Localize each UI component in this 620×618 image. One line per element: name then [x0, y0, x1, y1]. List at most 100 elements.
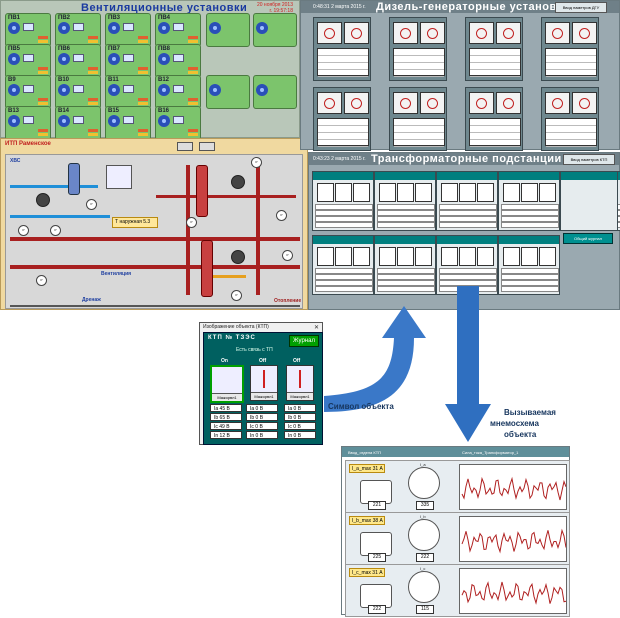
pressure-gauge: P	[50, 225, 61, 236]
vent-unit[interactable]: ПВ8	[155, 44, 201, 78]
fan-icon	[8, 84, 20, 96]
diesel-params-button[interactable]: Ввод паметров ДГУ	[555, 2, 607, 13]
vent-unit[interactable]: ПВ1	[5, 13, 51, 47]
status-indicator	[138, 36, 148, 39]
current-readout: Ib 0 В	[246, 413, 278, 421]
pump	[231, 250, 245, 264]
transformer-unit[interactable]	[560, 171, 618, 231]
current-row	[315, 286, 373, 292]
vent-unit[interactable]: В12	[155, 75, 201, 109]
ktp-header: КТП № ТЗЭС	[208, 335, 256, 341]
link-status: Есть связь с ТП	[236, 347, 273, 353]
vent-unit[interactable]: ПВ6	[55, 44, 101, 78]
diesel-unit[interactable]	[313, 87, 371, 151]
transformer-unit[interactable]	[312, 235, 374, 295]
trend-chart[interactable]	[459, 516, 567, 562]
status-indicator	[188, 36, 198, 39]
vent-unit[interactable]: В16	[155, 106, 201, 140]
temperature-readout	[123, 116, 134, 124]
itp-button-1[interactable]	[177, 142, 193, 151]
generator-icon	[545, 22, 570, 44]
engine-icon	[420, 92, 445, 114]
current-row	[501, 286, 559, 292]
vent-unit[interactable]: В10	[55, 75, 101, 109]
transformer-title: Трансформаторные подстанции	[371, 153, 562, 165]
vent-unit-name: ПВ2	[58, 15, 70, 21]
vent-unit[interactable]	[253, 75, 297, 109]
breaker-icon	[379, 183, 396, 202]
transformer-unit[interactable]	[498, 235, 560, 295]
dial-value: 115	[416, 605, 434, 614]
mnemonic-tab-2[interactable]: Сила_тока_Трансформатор_1	[462, 450, 519, 455]
breaker-switch-3[interactable]: Мажорвл1	[286, 365, 314, 401]
vent-unit[interactable]: В9	[5, 75, 51, 109]
diesel-unit[interactable]	[465, 87, 523, 151]
breaker-icon	[503, 247, 520, 266]
vent-unit[interactable]: ПВ2	[55, 13, 101, 47]
breaker-switch-1[interactable]: Мажорвл1	[210, 365, 244, 403]
vent-unit[interactable]: В14	[55, 106, 101, 140]
breaker-icon	[335, 247, 352, 266]
status-indicator	[88, 98, 98, 101]
vent-unit[interactable]: ПВ7	[105, 44, 151, 78]
diesel-unit[interactable]	[389, 87, 447, 151]
current-row	[377, 286, 435, 292]
pressure-gauge: P	[86, 199, 97, 210]
vent-unit[interactable]: ПВ5	[5, 44, 51, 78]
heat-exchanger	[201, 240, 213, 297]
status-indicator	[38, 71, 48, 74]
breaker-icon	[353, 183, 370, 202]
vent-unit-name: В12	[158, 77, 170, 83]
trend-chart[interactable]	[459, 464, 567, 510]
diesel-unit[interactable]	[313, 17, 371, 81]
general-journal-button[interactable]: Общий журнал	[563, 233, 613, 244]
current-row	[501, 216, 559, 222]
vent-unit[interactable]	[206, 75, 250, 109]
itp-schema: ХВС Вентиляция Дренаж Отопление Т наружн…	[5, 154, 303, 309]
dial-caption: I_b	[420, 514, 426, 519]
vent-unit[interactable]: В13	[5, 106, 51, 140]
diesel-unit[interactable]	[465, 17, 523, 81]
breaker-switch-2[interactable]: Мажорвл1	[250, 365, 278, 401]
vent-unit[interactable]: ПВ4	[155, 13, 201, 47]
diesel-unit[interactable]	[389, 17, 447, 81]
close-icon[interactable]: ✕	[313, 325, 319, 331]
current-row	[439, 204, 497, 210]
vent-unit[interactable]: ПВ3	[105, 13, 151, 47]
transformer-unit[interactable]	[436, 171, 498, 231]
label-heating: Отопление	[274, 298, 302, 304]
vent-unit[interactable]	[206, 13, 250, 47]
generator-icon	[545, 92, 570, 114]
ventilation-panel: Вентиляционные установки 20 ноября 2013 …	[0, 0, 300, 140]
vent-unit[interactable]: В15	[105, 106, 151, 140]
diesel-unit[interactable]	[541, 17, 599, 81]
trend-chart[interactable]	[459, 568, 567, 614]
breaker-icon	[477, 247, 494, 266]
trend-line	[461, 581, 567, 605]
breaker-label: Мажорвл1	[212, 393, 242, 401]
ventilation-title: Вентиляционные установки	[81, 2, 248, 14]
transformer-unit[interactable]	[312, 171, 374, 231]
itp-button-2[interactable]	[199, 142, 215, 151]
unit-header	[437, 236, 497, 244]
journal-button[interactable]: Журнал	[289, 335, 319, 347]
breaker-label: Мажорвл1	[251, 392, 277, 400]
transformer-unit[interactable]	[498, 171, 560, 231]
pipe	[156, 195, 296, 198]
mnemonic-titlebar: Ввод_отдела КТП Сила_тока_Трансформатор_…	[342, 447, 569, 457]
transformer-unit[interactable]	[374, 235, 436, 295]
status-indicator	[38, 98, 48, 101]
caption-called-3: объекта	[504, 430, 537, 439]
transformer-params-button[interactable]: Ввод паметров КТП	[563, 154, 615, 165]
fan-icon	[256, 22, 268, 34]
caption-called-2: мнемосхема	[490, 419, 539, 428]
vent-unit[interactable]	[253, 13, 297, 47]
vent-unit[interactable]: В11	[105, 75, 151, 109]
transformer-unit[interactable]	[374, 171, 436, 231]
vent-unit-name: ПВ3	[108, 15, 120, 21]
breaker-icon	[415, 247, 432, 266]
status-indicator	[88, 129, 98, 132]
mnemonic-tab-1[interactable]: Ввод_отдела КТП	[348, 450, 382, 455]
diesel-unit[interactable]	[541, 87, 599, 151]
current-row	[315, 280, 373, 286]
